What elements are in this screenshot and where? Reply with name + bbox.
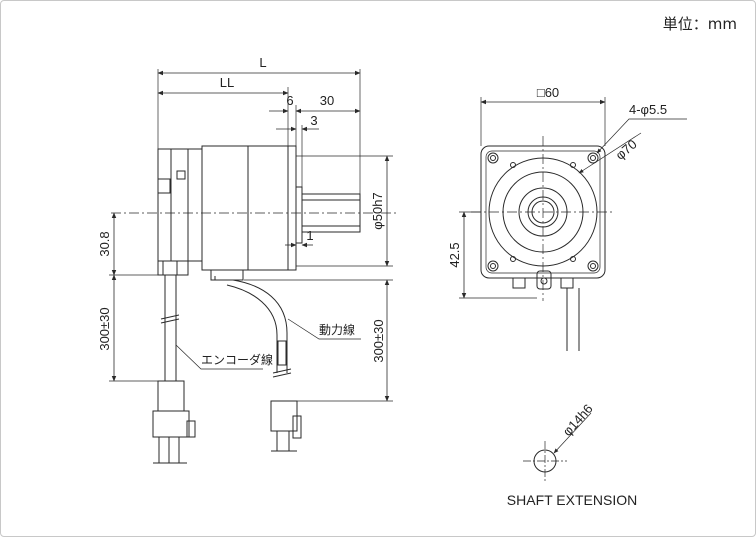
dim-1: 1 [285,228,314,248]
dim-L: L [157,55,361,194]
mounting-holes [487,152,599,272]
dim-6-label: 6 [286,93,293,108]
dim-holes-label: 4-φ5.5 [629,102,667,117]
dim-pilot-label: φ50h7 [370,192,385,229]
encoder-cable [152,275,196,464]
dim-square: □60 [480,85,606,146]
dim-3-label: 3 [310,113,317,128]
dim-holes: 4-φ5.5 [596,102,687,154]
unit-label: 単位：mm [662,15,737,33]
dim-shaft-label: φ14h6 [560,401,596,439]
dim-lead-right-label: 300±30 [371,319,386,362]
shaft-detail: φ14h6 SHAFT EXTENSION [507,401,637,508]
dim-42-5-label: 42.5 [447,242,462,267]
dim-1-label: 1 [306,228,313,243]
dim-lead-right: 300±30 [244,279,393,402]
flange-shaft [295,186,361,244]
leader-power: 動力線 [287,318,361,340]
dim-3: 3 [276,113,319,187]
dim-L-label: L [259,55,266,70]
encoder-cable-label: エンコーダ線 [201,352,273,367]
power-cable [226,279,302,452]
front-view: □60 4-φ5.5 φ70 42.5 [447,85,687,351]
dim-30-8-label: 30.8 [97,231,112,256]
dim-lead-left-label: 300±30 [97,307,112,350]
dim-square-label: □60 [537,85,559,100]
dim-42-5: 42.5 [447,211,537,299]
dim-30-8: 30.8 [97,212,161,276]
side-view: L LL 6 30 3 [97,55,396,464]
dim-LL: LL [157,75,289,146]
dim-pilot: φ50h7 [296,155,393,267]
encoder-housing [157,148,203,276]
dim-lead-left: 300±30 [97,274,158,382]
dim-30-label: 30 [320,93,334,108]
motor-body [201,145,297,281]
shaft-caption: SHAFT EXTENSION [507,492,637,508]
bottom-tabs [512,270,580,351]
dim-pcd-label: φ70 [613,136,640,162]
dim-LL-label: LL [220,75,234,90]
leader-encoder: エンコーダ線 [175,344,273,370]
dim-6-30: 6 30 [269,93,361,146]
power-cable-label: 動力線 [319,322,355,337]
